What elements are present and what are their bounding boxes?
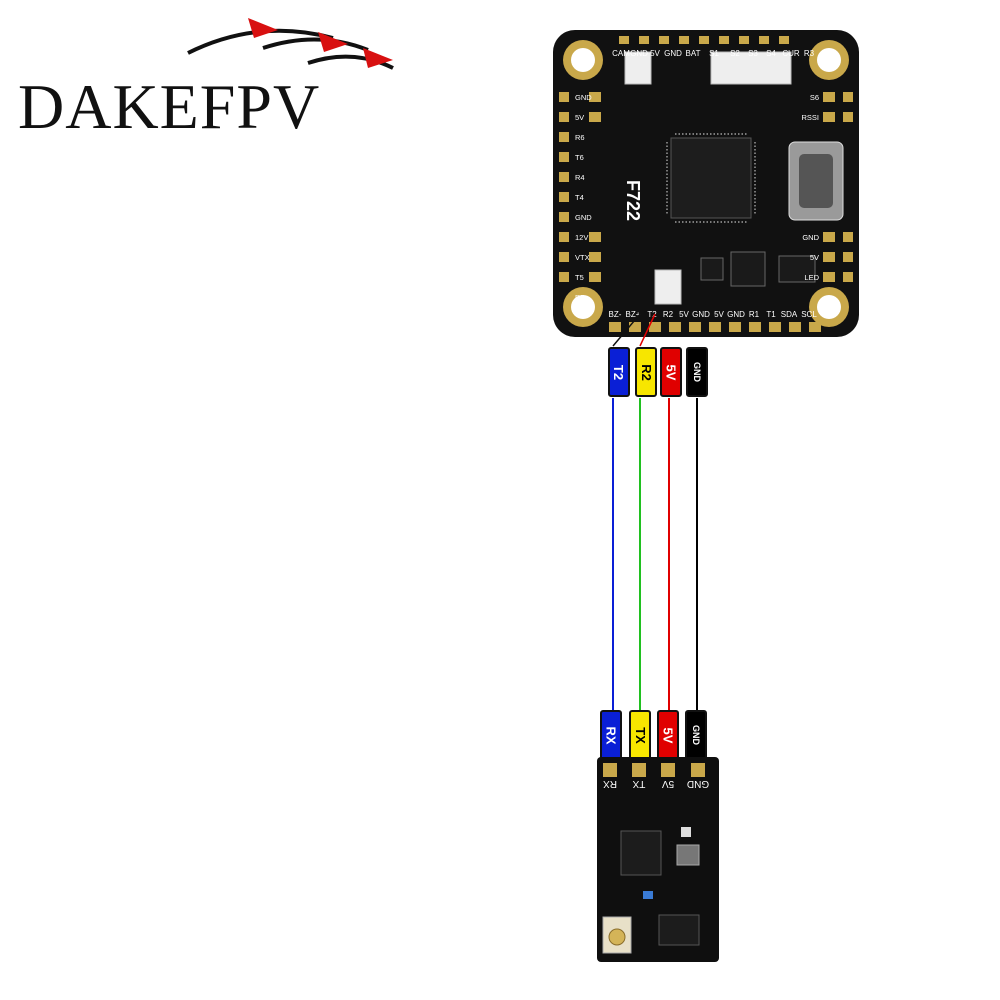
receiver-pad-label: TX (632, 778, 645, 789)
tag-gnd: GND (686, 347, 708, 397)
right-pad-label: LED (804, 273, 819, 282)
brand-logo: DAKEFPV (18, 8, 394, 142)
bottom-pad-label: SCL (801, 310, 817, 319)
left-pad-label: 5V (575, 113, 584, 122)
tag-rx: RX (600, 710, 622, 760)
right-pad-label: GND (802, 233, 819, 242)
left-pad-label: R4 (575, 173, 585, 182)
tag-label: T2 (611, 364, 627, 380)
tag-t2: T2 (608, 347, 630, 397)
tag-label: R2 (638, 363, 654, 381)
bottom-pad-label: BZ- (609, 310, 622, 319)
tag-label: RX (603, 725, 619, 745)
right-pad-label: RSSI (801, 113, 819, 122)
bottom-pad-label: T1 (766, 310, 776, 319)
tag-label: GND (691, 725, 701, 745)
tag-label: 5V (663, 364, 679, 380)
top-pad-label: R3 (804, 49, 815, 58)
left-pad-label: GND (575, 93, 592, 102)
bottom-pad-label: GND (727, 310, 745, 319)
left-pad-label: GND (575, 213, 592, 222)
bottom-pad-label: SDA (781, 310, 798, 319)
top-pad-label: S4 (766, 49, 776, 58)
top-pad-label: GND (664, 49, 682, 58)
left-pad-label: R6 (575, 133, 585, 142)
left-pad-label: 12V (575, 233, 588, 242)
top-pad-label: CAM (612, 49, 630, 58)
top-pad-label: CUR (782, 49, 800, 58)
top-pad-label: S1 (709, 49, 719, 58)
bottom-pad-label: BZ+ (626, 310, 641, 319)
tag-r2: R2 (635, 347, 657, 397)
top-pad-label: S3 (748, 49, 758, 58)
left-pad-label: T4 (575, 193, 584, 202)
tag-label: TX (632, 726, 648, 744)
receiver-board: RX TX 5V GND (597, 757, 719, 962)
tag-rx-5v: 5V (657, 710, 679, 760)
left-pad-label: R5 (575, 293, 585, 302)
bottom-pad-label: R2 (663, 310, 674, 319)
fc-model-label: F722 (623, 180, 643, 221)
top-pad-label: BAT (686, 49, 701, 58)
left-pad-label: T5 (575, 273, 584, 282)
bottom-pad-label: 5V (679, 310, 689, 319)
mounting-hole-icon (563, 40, 849, 327)
receiver-pad-label: RX (603, 778, 617, 789)
right-pad-label: 5V (810, 253, 819, 262)
bottom-pad-label: T2 (647, 310, 657, 319)
logo-text: DAKEFPV (18, 71, 321, 142)
bottom-pad-label: R1 (749, 310, 760, 319)
tag-rx-gnd: GND (685, 710, 707, 760)
top-pad-label: GND (630, 49, 648, 58)
left-pad-label: VTX (575, 253, 590, 262)
flight-controller-board: F722 CAM GND 5V GND BAT S1 S2 S3 S4 CUR … (553, 30, 859, 337)
tag-label: GND (692, 362, 702, 382)
top-pad-label: 5V (650, 49, 660, 58)
bottom-pad-label: GND (692, 310, 710, 319)
right-pad-label: S6 (810, 93, 819, 102)
tag-label: 5V (660, 727, 676, 743)
receiver-pad-label: 5V (662, 778, 675, 789)
left-pad-label: T6 (575, 153, 584, 162)
tag-5v: 5V (660, 347, 682, 397)
tag-tx: TX (629, 710, 651, 760)
receiver-pad-label: GND (687, 778, 709, 789)
logo-swoosh-icon (187, 18, 394, 70)
bottom-pad-label: 5V (714, 310, 724, 319)
top-pad-label: S2 (730, 49, 740, 58)
